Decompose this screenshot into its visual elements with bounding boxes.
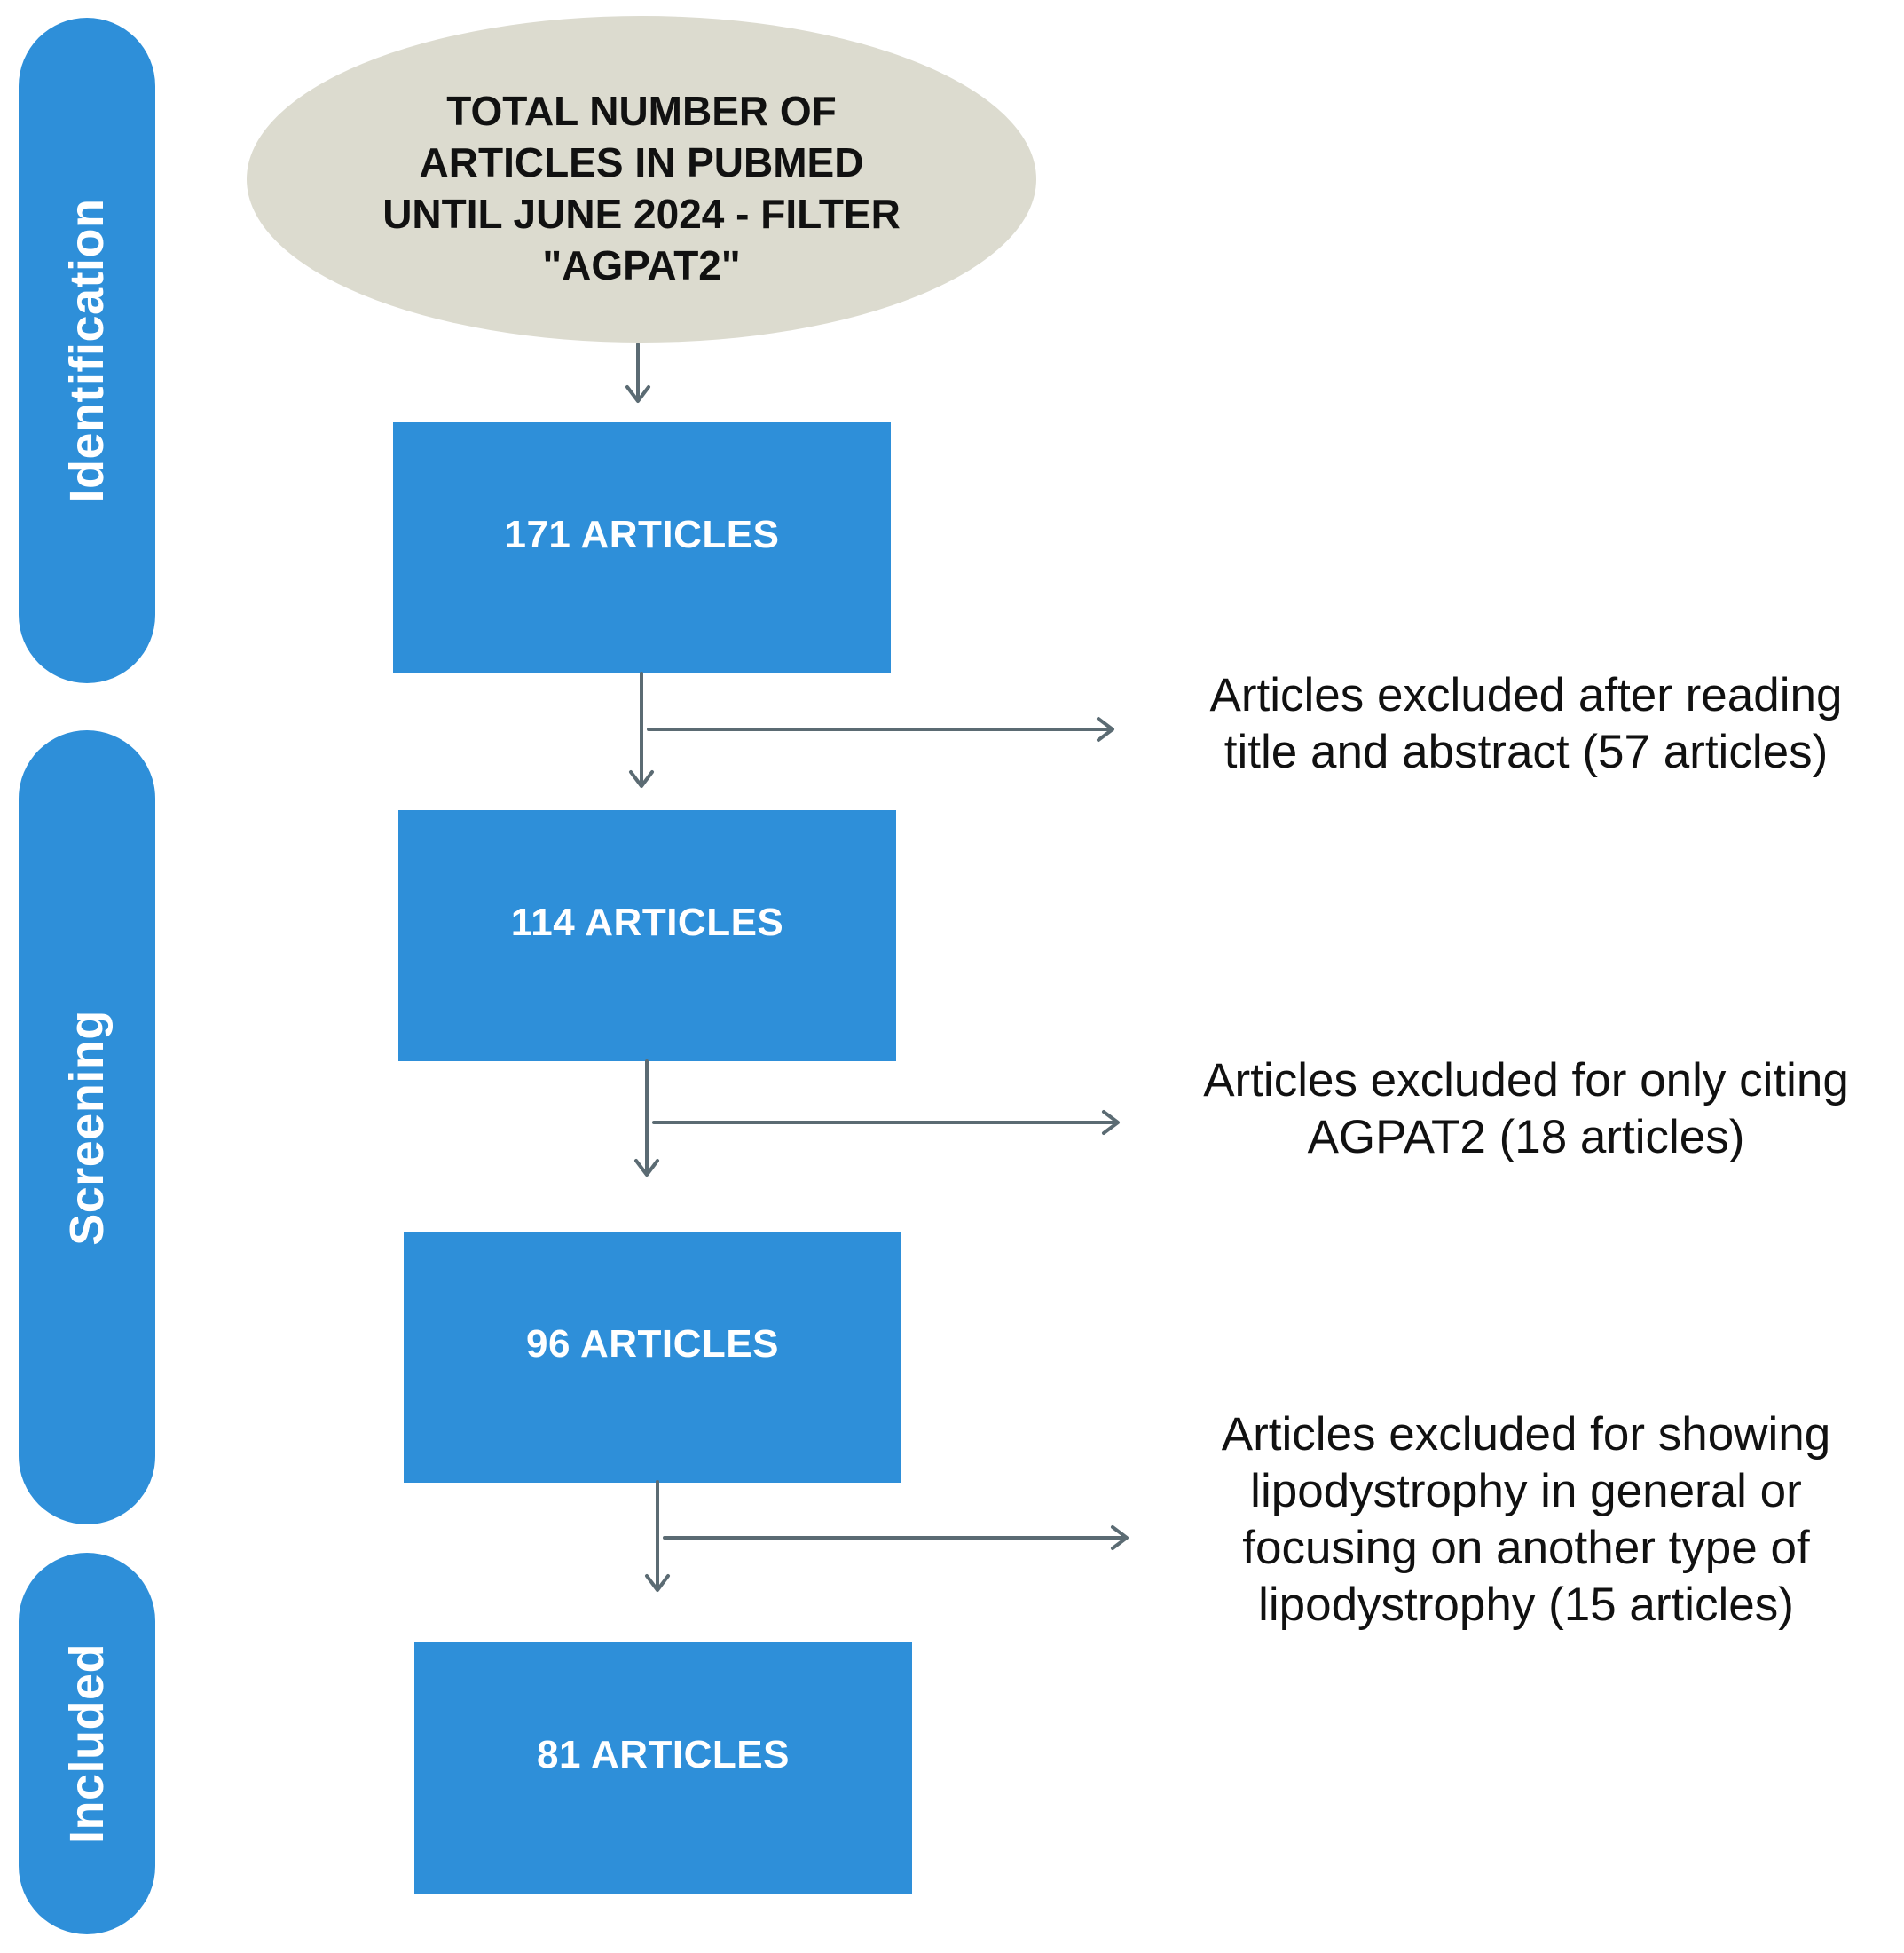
phase-identification: Identification <box>19 18 155 683</box>
connector-arrow <box>647 717 1114 742</box>
box-114-articles: 114 ARTICLES <box>398 810 896 1061</box>
exclusion-line: Articles excluded for showing <box>1221 1408 1831 1461</box>
box-label: 96 ARTICLES <box>525 1321 780 1366</box>
exclusion-line: Articles excluded for only citing <box>1203 1054 1849 1106</box>
source-line: ARTICLES IN PUBMED <box>419 139 864 185</box>
exclusion-line: title and abstract (57 articles) <box>1223 726 1829 778</box>
exclusion-line: AGPAT2 (18 articles) <box>1307 1111 1745 1163</box>
exclusion-note-2: Articles excluded for only citing AGPAT2… <box>1153 1052 1899 1166</box>
exclusion-line: lipodystrophy (15 articles) <box>1258 1579 1794 1631</box>
connector-arrow <box>634 1059 659 1177</box>
source-line: "AGPAT2" <box>542 242 741 288</box>
box-label: 114 ARTICLES <box>510 900 784 944</box>
source-text: TOTAL NUMBER OF ARTICLES IN PUBMED UNTIL… <box>247 85 1036 291</box>
exclusion-line: lipodystrophy in general or <box>1250 1465 1802 1517</box>
exclusion-note-3: Articles excluded for showing lipodystro… <box>1153 1406 1899 1634</box>
phase-screening: Screening <box>19 730 155 1524</box>
source-line: UNTIL JUNE 2024 - FILTER <box>382 191 901 237</box>
connector-arrow <box>645 1480 670 1592</box>
box-96-articles: 96 ARTICLES <box>404 1232 901 1483</box>
connector-arrow <box>663 1525 1129 1550</box>
exclusion-line: Articles excluded after reading <box>1209 669 1843 721</box>
exclusion-line: focusing on another type of <box>1242 1522 1810 1574</box>
source-line: TOTAL NUMBER OF <box>446 88 837 134</box>
box-81-articles: 81 ARTICLES <box>414 1642 912 1894</box>
box-label: 171 ARTICLES <box>504 512 780 556</box>
connector-arrow <box>629 672 654 788</box>
connector-arrow <box>625 343 650 403</box>
source-ellipse: TOTAL NUMBER OF ARTICLES IN PUBMED UNTIL… <box>247 16 1036 343</box>
box-label: 81 ARTICLES <box>536 1732 791 1776</box>
connector-arrow <box>652 1110 1120 1135</box>
box-171-articles: 171 ARTICLES <box>393 422 891 673</box>
phase-included: Included <box>19 1553 155 1934</box>
exclusion-note-1: Articles excluded after reading title an… <box>1153 667 1899 781</box>
